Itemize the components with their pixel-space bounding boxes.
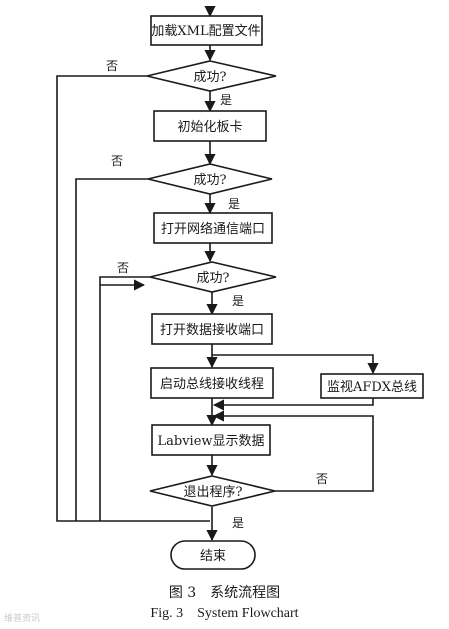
branch-yes-1: 是 [220, 93, 232, 107]
branch-yes-exit: 是 [232, 516, 244, 530]
branch-no-1: 否 [106, 59, 118, 73]
decision-check-3-label: 成功? [197, 271, 230, 286]
decision-exit: 退出程序? [149, 475, 276, 507]
node-open-net-port: 打开网络通信端口 [153, 212, 273, 244]
node-open-recv-port: 打开数据接收端口 [151, 313, 273, 345]
node-init-board-label: 初始化板卡 [177, 120, 242, 135]
branch-no-2: 否 [111, 154, 123, 168]
node-open-net-port-label: 打开网络通信端口 [161, 221, 265, 237]
terminal-end: 结束 [170, 540, 256, 570]
watermark: 维普资讯 [4, 614, 41, 624]
terminal-end-label: 结束 [200, 549, 226, 564]
branch-no-exit: 否 [316, 472, 328, 486]
node-load-xml: 加载XML配置文件 [150, 15, 263, 46]
decision-check-2-label: 成功? [194, 173, 227, 188]
branch-no-3: 否 [117, 261, 129, 275]
decision-check-1: 成功? [146, 60, 277, 92]
flowchart: 加载XML配置文件 成功? 初始化板卡 成功? 打开网络通信端口 成功? 打开数… [56, 5, 424, 570]
branch-yes-2: 是 [228, 197, 240, 211]
figure-caption-chinese: 图 3 系统流程图 [168, 585, 281, 601]
node-init-board: 初始化板卡 [153, 110, 267, 142]
node-monitor-afdx-label: 监视AFDX总线 [327, 380, 417, 395]
decision-check-2: 成功? [147, 163, 273, 195]
branch-yes-3: 是 [232, 294, 244, 308]
node-labview-display: Labview显示数据 [151, 424, 271, 456]
node-open-recv-port-label: 打开数据接收端口 [160, 322, 264, 338]
decision-check-1-label: 成功? [194, 70, 227, 85]
figure-caption-english: Fig. 3 System Flowchart [150, 606, 299, 621]
decision-check-3: 成功? [149, 261, 277, 293]
node-labview-display-label: Labview显示数据 [157, 434, 264, 449]
connectors [56, 5, 379, 542]
decision-exit-label: 退出程序? [184, 485, 243, 500]
node-monitor-afdx: 监视AFDX总线 [320, 373, 424, 399]
node-start-bus-thread-label: 启动总线接收线程 [160, 376, 264, 392]
node-load-xml-label: 加载XML配置文件 [151, 24, 260, 39]
node-start-bus-thread: 启动总线接收线程 [150, 367, 274, 399]
